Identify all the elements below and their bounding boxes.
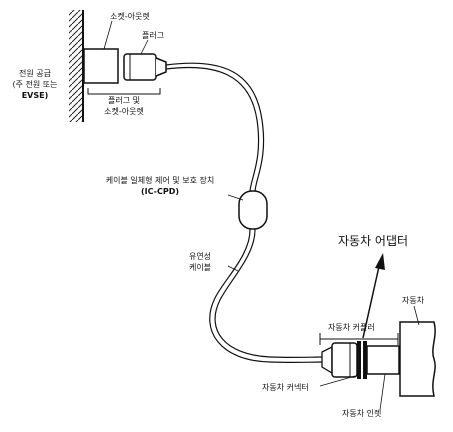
power-supply-label-line2: (주 전원 또는 xyxy=(12,80,58,89)
vehicle-connector xyxy=(321,342,358,378)
leader-lines xyxy=(103,20,420,411)
power-supply-label-line3: EVSE) xyxy=(21,91,49,100)
vehicle-coupler-label: 자동차 커플러 xyxy=(328,323,375,332)
power-supply-wall xyxy=(69,10,84,122)
vehicle-label: 자동차 xyxy=(402,296,425,305)
power-supply-label-line1: 전원 공급 xyxy=(19,69,51,78)
vehicle-connector-label: 자동차 커넥터 xyxy=(262,383,309,392)
flexible-cable-label-line1: 유연성 xyxy=(188,252,212,261)
vehicle-inlet xyxy=(366,345,400,375)
flexible-cable xyxy=(165,62,323,364)
ic-cpd-box xyxy=(238,190,268,230)
socket-outlet xyxy=(83,48,119,84)
plug-socket-label-line1: 플러그 및 xyxy=(108,96,140,105)
vehicle-inlet-label: 자동차 인렛 xyxy=(342,409,382,418)
adapter-arrow xyxy=(362,253,385,339)
plug-socket-label-line2: 소켓-아웃렛 xyxy=(104,107,144,116)
vehicle-body xyxy=(399,321,436,397)
plug-label: 플러그 xyxy=(142,31,165,40)
vehicle-adapter xyxy=(357,341,367,379)
plug xyxy=(123,53,167,81)
socket-outlet-label: 소켓-아웃렛 xyxy=(110,12,150,21)
ic-cpd-label-line2: (IC-CPD) xyxy=(140,187,180,196)
plug-socket-bracket xyxy=(87,88,161,95)
ic-cpd-label-line1: 케이블 일체형 제어 및 보호 장치 xyxy=(105,176,215,185)
coupler-dimension xyxy=(319,333,399,345)
vehicle-adapter-label: 자동차 어댑터 xyxy=(338,234,409,248)
flexible-cable-label-line2: 케이블 xyxy=(188,263,212,272)
